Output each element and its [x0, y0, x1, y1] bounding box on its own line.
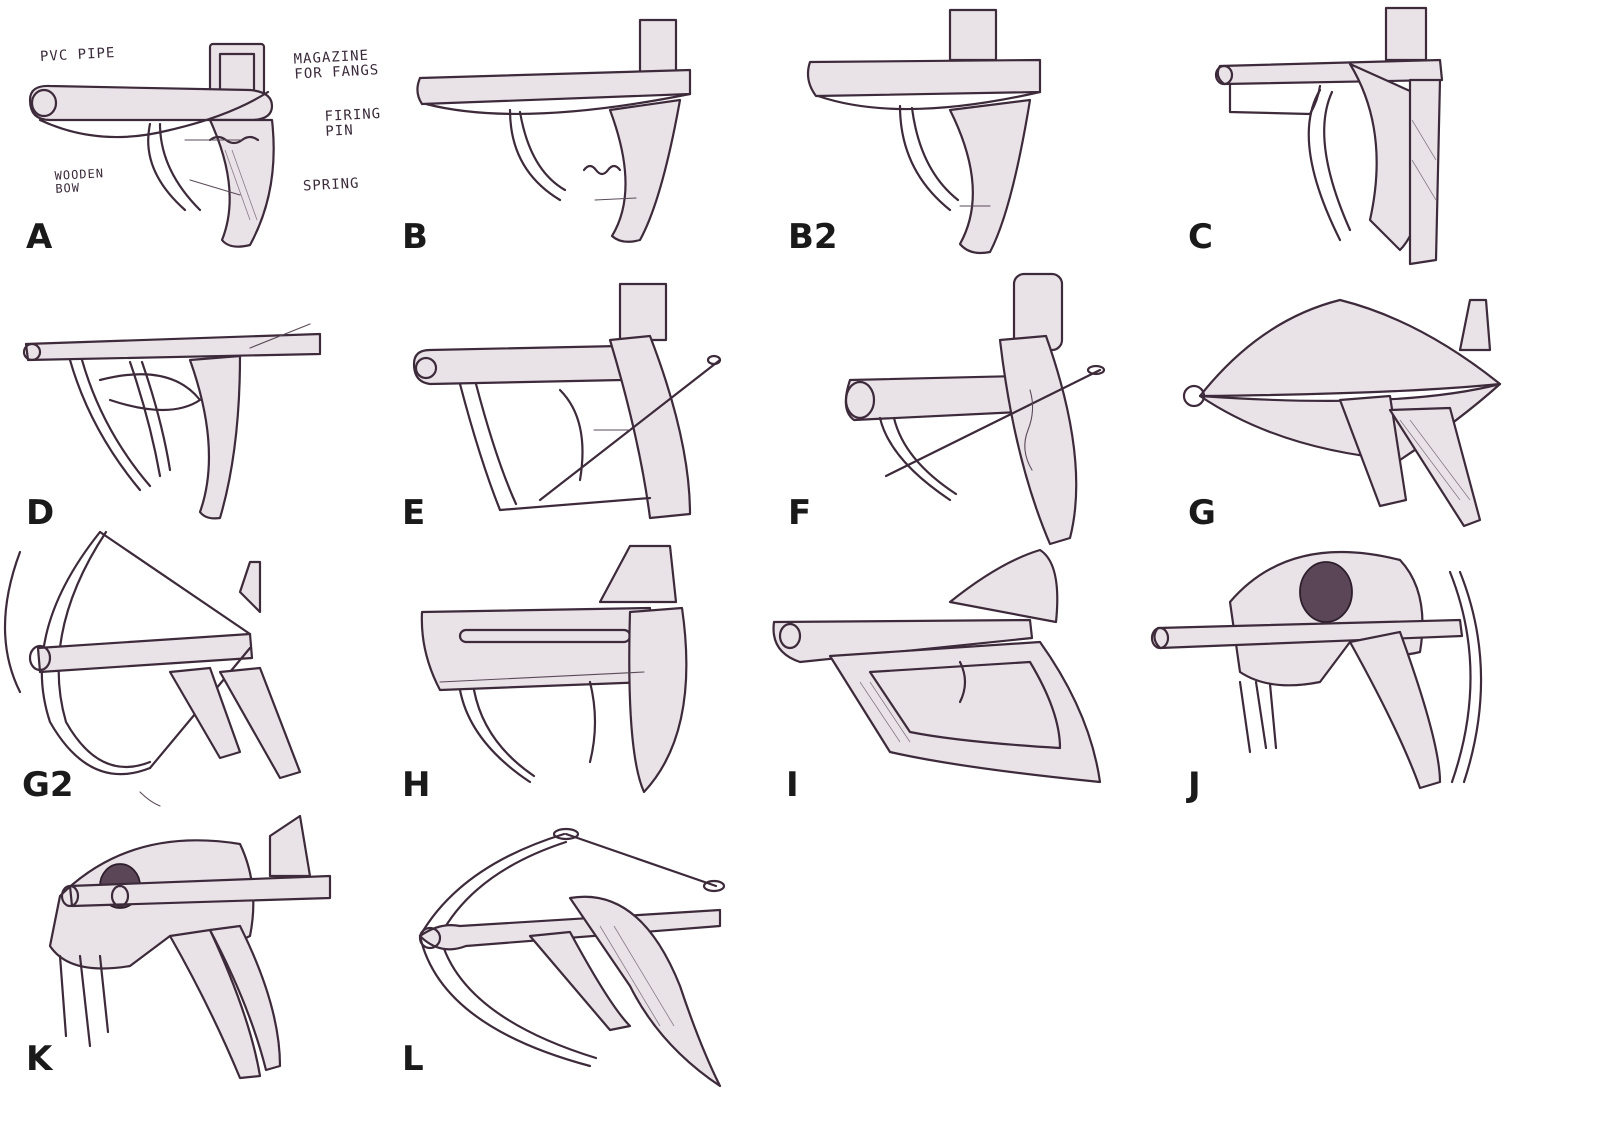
sketch-label: L [402, 1039, 424, 1079]
sketch-i: I [772, 548, 1180, 842]
sketch-j: J [1150, 550, 1580, 842]
sketch-j-drawing [1150, 550, 1483, 790]
note-spring: SPRING [302, 175, 360, 195]
note-firing-pin: FIRING PIN [324, 105, 382, 140]
sketch-label: I [786, 765, 799, 805]
sketch-label: A [26, 217, 53, 257]
sketch-label: D [26, 493, 55, 533]
sketch-c-drawing [1214, 6, 1444, 266]
sketch-g-drawing [1182, 298, 1502, 528]
sketch-label: G [1188, 493, 1216, 533]
sketch-d: D [10, 300, 390, 570]
sketch-k-drawing [48, 814, 332, 1080]
sketch-label: B2 [788, 217, 838, 257]
sketch-g2: G2 [3, 530, 390, 842]
sketch-label: F [788, 493, 812, 533]
sketch-b2: B2 [788, 8, 1180, 290]
sketch-e: E [400, 282, 780, 570]
sketch-label: E [402, 493, 426, 533]
sketch-a: PVC PIPE MAGAZINE FOR FANGS FIRING PIN W… [10, 20, 390, 290]
sketch-label: B [402, 217, 428, 257]
sketch-l-drawing [418, 827, 726, 1088]
sketch-g: G [1182, 298, 1580, 570]
sketch-d-drawing [22, 323, 322, 520]
sketch-b2-drawing [806, 8, 1042, 255]
sketch-e-drawing [412, 282, 722, 520]
sketch-label: J [1188, 765, 1201, 805]
sketch-b: B [400, 18, 780, 290]
sketch-c: C [1188, 6, 1580, 290]
sketch-label: G2 [22, 765, 74, 805]
sketch-label: H [402, 765, 431, 805]
sketch-k: K [10, 814, 390, 1116]
sketch-h: H [400, 544, 780, 842]
sketch-f-drawing [844, 272, 1106, 546]
sketch-l: L [400, 827, 780, 1116]
sketch-i-drawing [772, 548, 1102, 784]
sketch-g2-drawing [3, 530, 302, 807]
note-wooden-bow: WOODEN BOW [54, 166, 105, 196]
sketch-label: K [26, 1039, 53, 1079]
sketch-f: F [788, 272, 1180, 570]
sketch-b-drawing [416, 18, 692, 243]
note-magazine: MAGAZINE FOR FANGS [293, 47, 380, 83]
sketch-label: C [1188, 217, 1213, 257]
sketch-a-drawing [28, 42, 275, 248]
sketch-h-drawing [420, 544, 688, 794]
